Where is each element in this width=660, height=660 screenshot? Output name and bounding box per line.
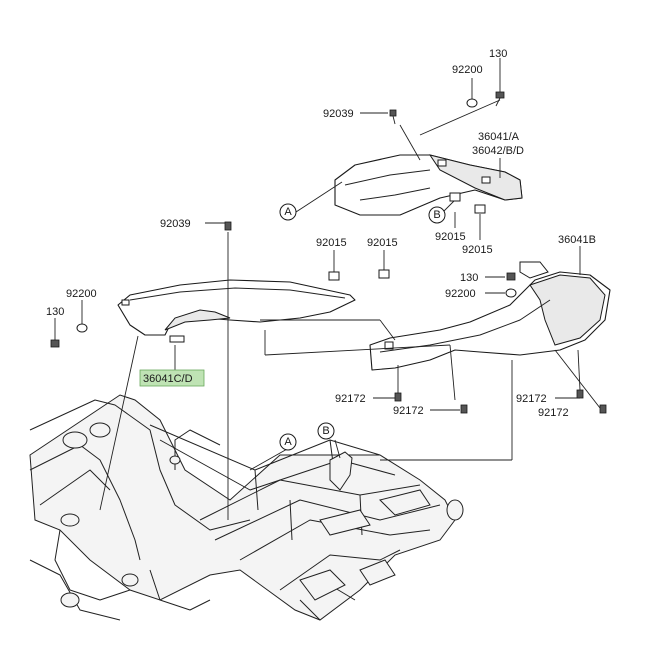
svg-text:A: A xyxy=(284,206,292,218)
label-92039-mid: 92039 xyxy=(160,218,191,230)
label-92039-top: 92039 xyxy=(323,108,354,120)
label-36041-a: 36041/A xyxy=(478,131,520,143)
label-92172-1: 92172 xyxy=(335,393,366,405)
label-92015-l: 92015 xyxy=(316,237,347,249)
callout-b-upper: B xyxy=(428,206,446,224)
washer-92200-mid xyxy=(505,288,517,298)
label-36041b: 36041B xyxy=(558,234,596,246)
label-92172-3: 92172 xyxy=(516,393,547,405)
frame-assembly xyxy=(29,394,464,621)
leader-lines xyxy=(54,58,605,520)
nut-92015-r xyxy=(378,269,390,279)
washer-92200-top xyxy=(466,98,478,108)
nut-92015-b2 xyxy=(474,204,486,214)
label-92015-b2: 92015 xyxy=(462,244,493,256)
label-36041cd: 36041C/D xyxy=(143,373,193,385)
screw-92039-mid xyxy=(224,221,232,231)
callout-a-lower: A xyxy=(279,433,297,451)
callout-a-upper: A xyxy=(279,203,297,221)
seat-cover-right-36041b xyxy=(369,261,611,371)
label-92200-top: 92200 xyxy=(452,64,483,76)
label-130-top: 130 xyxy=(489,48,507,60)
rivet-92172-2 xyxy=(460,404,468,414)
svg-text:A: A xyxy=(284,436,292,448)
rivet-92172-1 xyxy=(394,392,402,402)
label-92200-left: 92200 xyxy=(66,288,97,300)
label-36042-bd: 36042/B/D xyxy=(472,145,524,157)
part-labels: 130 92200 92039 36041/A 36042/B/D 92015 … xyxy=(46,48,596,419)
seat-cover-upper-36041a xyxy=(334,154,523,216)
rivet-92172-4 xyxy=(599,404,607,414)
label-92015-b1: 92015 xyxy=(435,231,466,243)
callout-b-lower: B xyxy=(317,422,335,440)
bolt-130-mid xyxy=(506,272,516,281)
label-92172-2: 92172 xyxy=(393,405,424,417)
nut-92015-b1 xyxy=(449,192,461,202)
washer-92200-left xyxy=(76,323,88,333)
bolt-130-left xyxy=(50,339,60,348)
label-130-left: 130 xyxy=(46,306,64,318)
seat-cover-left-36041cd xyxy=(117,279,356,343)
bolt-130-top xyxy=(495,91,505,99)
label-92015-r: 92015 xyxy=(367,237,398,249)
svg-text:B: B xyxy=(322,425,329,437)
svg-text:B: B xyxy=(433,209,440,221)
screw-92039-top xyxy=(389,109,397,117)
hardware xyxy=(50,91,607,414)
label-130-mid: 130 xyxy=(460,272,478,284)
label-92172-4: 92172 xyxy=(538,407,569,419)
rivet-92172-3 xyxy=(576,389,584,399)
label-92200-mid: 92200 xyxy=(445,288,476,300)
highlight-36041cd xyxy=(139,369,205,387)
nut-92015-l xyxy=(328,271,340,281)
